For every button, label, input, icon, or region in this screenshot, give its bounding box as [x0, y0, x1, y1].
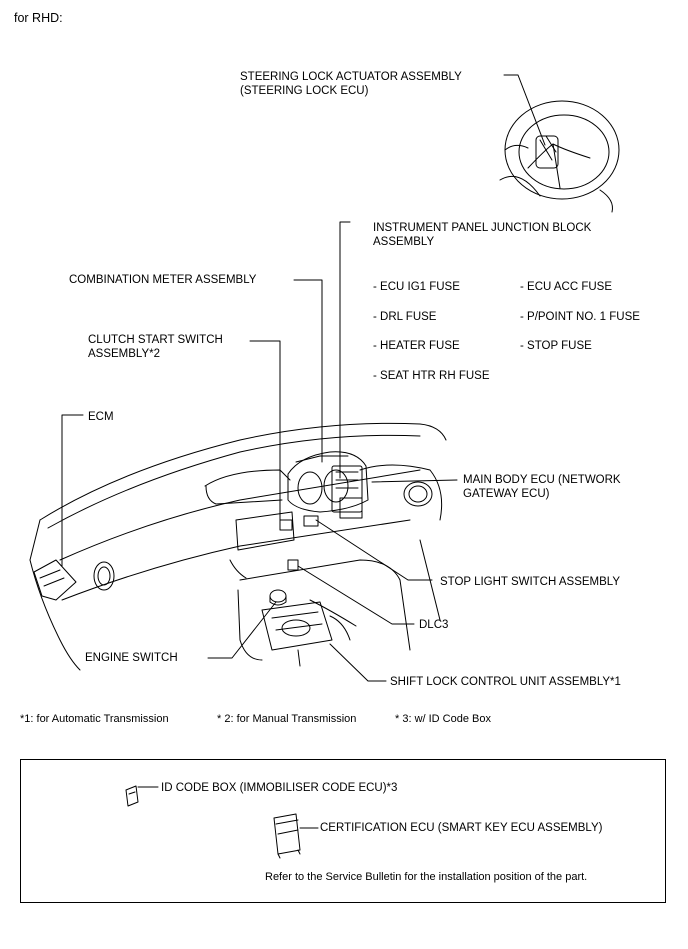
label-steering-lock-actuator: STEERING LOCK ACTUATOR ASSEMBLY (STEERIN…	[240, 71, 462, 97]
leader-lines	[61, 74, 546, 682]
dashboard-drawing	[29, 422, 447, 671]
label-engine-switch: ENGINE SWITCH	[85, 652, 178, 664]
ecm-drawing	[33, 559, 77, 601]
fuse-heater: - HEATER FUSE	[373, 340, 460, 352]
fuse-ecu-ig1: - ECU IG1 FUSE	[373, 281, 460, 293]
label-stop-light-switch: STOP LIGHT SWITCH ASSEMBLY	[440, 576, 621, 588]
fuse-stop: - STOP FUSE	[520, 340, 592, 352]
page-title: for RHD:	[14, 11, 63, 25]
label-dlc3: DLC3	[419, 619, 449, 631]
label-id-code-box: ID CODE BOX (IMMOBILISER CODE ECU)*3	[161, 782, 398, 794]
service-bulletin-note: Refer to the Service Bulletin for the in…	[265, 871, 588, 883]
additional-parts-box	[20, 759, 666, 903]
certification-ecu-drawing	[273, 813, 319, 859]
fuse-seat-htr-rh: - SEAT HTR RH FUSE	[373, 370, 490, 382]
engine-switch-drawing	[269, 589, 287, 606]
fuse-ecu-acc: - ECU ACC FUSE	[520, 281, 613, 293]
footnote-automatic-transmission: *1: for Automatic Transmission	[20, 713, 169, 725]
combination-meter-drawing	[287, 451, 369, 513]
footnote-id-code-box: * 3: w/ ID Code Box	[395, 713, 491, 725]
fuse-drl: - DRL FUSE	[373, 311, 437, 323]
label-combination-meter: COMBINATION METER ASSEMBLY	[69, 274, 257, 286]
label-clutch-start-switch: CLUTCH START SWITCH ASSEMBLY*2	[88, 334, 223, 360]
fuse-p-point: - P/POINT NO. 1 FUSE	[520, 311, 640, 323]
label-main-body-ecu: MAIN BODY ECU (NETWORK GATEWAY ECU)	[463, 474, 621, 500]
id-code-box-drawing	[125, 785, 159, 807]
footnote-manual-transmission: * 2: for Manual Transmission	[217, 713, 357, 725]
label-ecm: ECM	[88, 411, 114, 423]
label-instrument-panel-junction-block: INSTRUMENT PANEL JUNCTION BLOCK ASSEMBLY	[373, 222, 592, 248]
shift-lock-unit-drawing	[261, 601, 333, 667]
pedal-switches-drawing	[279, 515, 319, 571]
steering-wheel-drawing	[499, 100, 620, 213]
label-shift-lock-control-unit: SHIFT LOCK CONTROL UNIT ASSEMBLY*1	[390, 676, 621, 688]
junction-block-drawing	[331, 465, 363, 519]
label-certification-ecu: CERTIFICATION ECU (SMART KEY ECU ASSEMBL…	[320, 822, 603, 834]
